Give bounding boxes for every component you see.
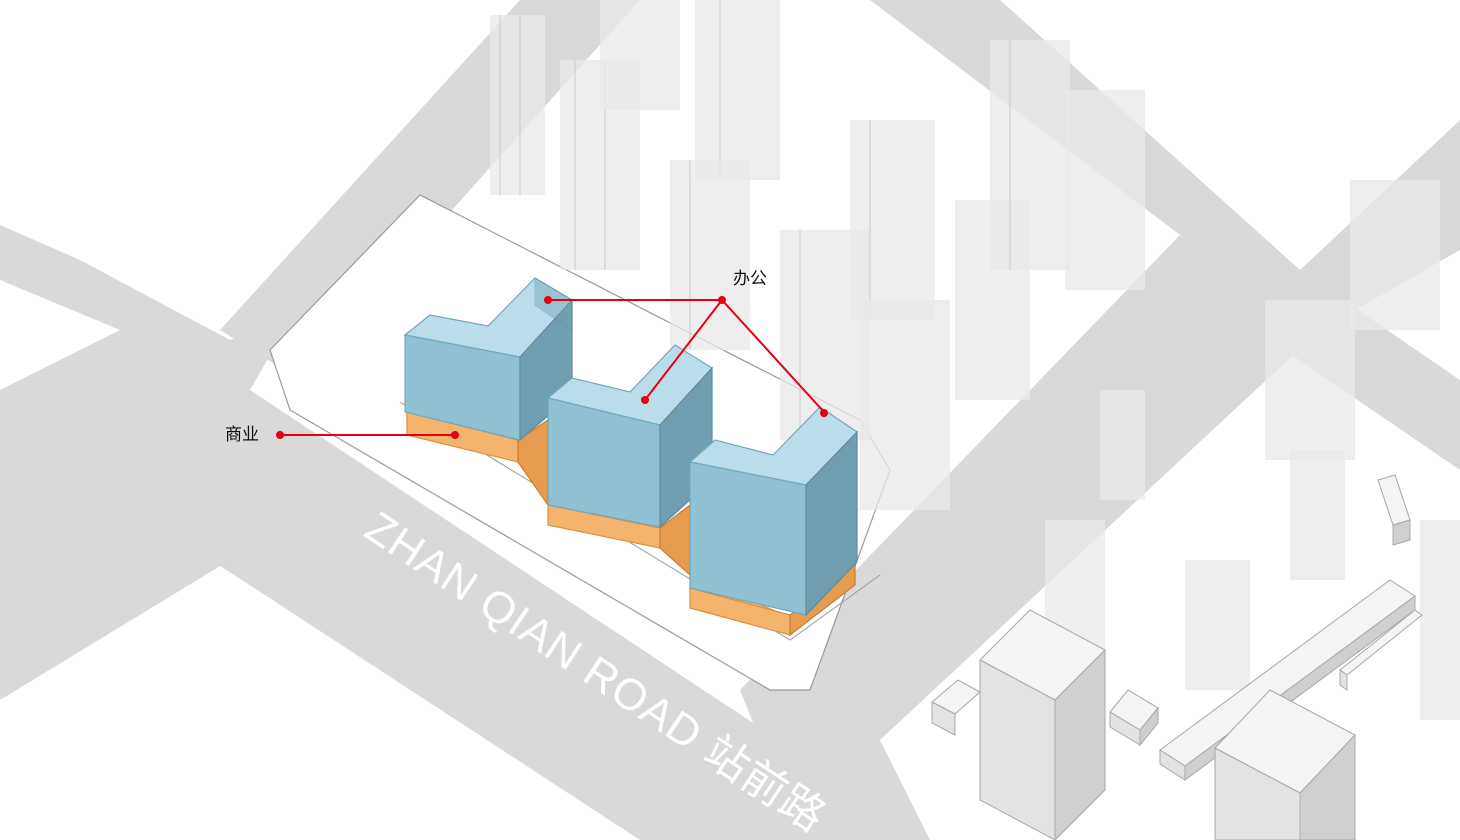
- office-dot: [718, 296, 726, 304]
- commercial-callout: 商业: [225, 425, 459, 444]
- ghost-tower: [1420, 520, 1460, 720]
- site-inner-line: [399, 401, 881, 641]
- road-east-diagonal: [740, 235, 1320, 740]
- road-southwest: [0, 520, 230, 700]
- ghost-buildings: [490, 0, 1460, 720]
- commercial-dot: [451, 431, 459, 439]
- context-building-tall: [979, 609, 1106, 840]
- ghost-tower: [695, 0, 780, 180]
- ghost-tower: [990, 40, 1070, 270]
- context-building-low: [931, 679, 981, 736]
- commercial-label: 商业: [225, 425, 259, 444]
- zhan-qian-road: [0, 330, 930, 840]
- office-leader-line: [644, 299, 723, 401]
- road-northwest: [0, 225, 290, 390]
- office-dot: [820, 409, 828, 417]
- ghost-tower: [1065, 90, 1145, 290]
- office-label: 办公: [733, 269, 767, 288]
- office-tower-1: [403, 276, 573, 442]
- context-buildings: [931, 474, 1423, 840]
- office-dot: [544, 296, 552, 304]
- ghost-tower: [850, 120, 935, 320]
- office-leader-line: [721, 299, 825, 413]
- ghost-tower: [670, 160, 750, 350]
- ghost-tower: [600, 0, 680, 110]
- proposed-buildings: [403, 276, 858, 637]
- ghost-tower: [1100, 390, 1145, 500]
- ghost-tower: [490, 15, 545, 195]
- office-dot: [641, 396, 649, 404]
- ghost-tower: [1350, 180, 1440, 330]
- ghost-tower: [1185, 560, 1250, 690]
- ghost-tower: [1290, 450, 1345, 580]
- context-building-thin: [1377, 474, 1411, 546]
- context-building-small: [1109, 689, 1159, 747]
- office-callout: 办公: [544, 269, 828, 417]
- office-tower-3: [688, 406, 858, 617]
- commercial-dot: [276, 431, 284, 439]
- road-southeast: [740, 690, 930, 840]
- context-building-corner: [1214, 689, 1356, 840]
- ghost-tower: [860, 300, 950, 510]
- context-building-bar: [1339, 609, 1423, 691]
- ghost-tower: [1265, 300, 1355, 460]
